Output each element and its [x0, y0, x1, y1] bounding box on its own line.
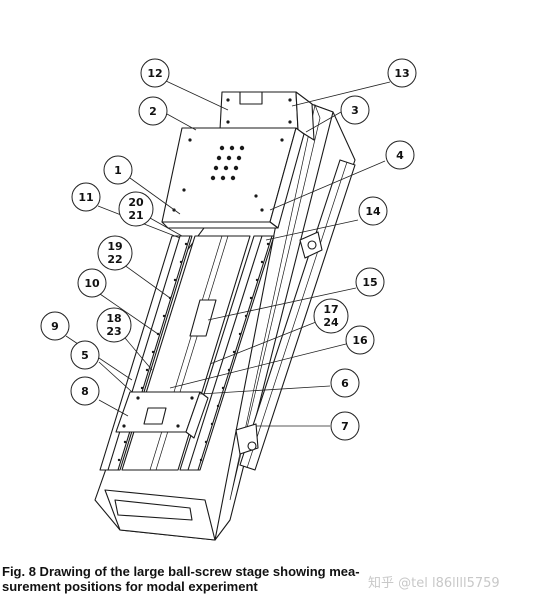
callout-17-24: 17 24	[313, 298, 349, 334]
figure-caption: Fig. 8 Drawing of the large ball-screw s…	[2, 564, 452, 594]
callout-11: 11	[71, 182, 101, 212]
callout-3: 3	[340, 95, 370, 125]
svg-text:9: 9	[51, 320, 59, 333]
callout-13: 13	[387, 58, 417, 88]
lower-carriage	[115, 391, 209, 439]
top-table	[161, 127, 305, 229]
svg-text:1: 1	[114, 164, 122, 177]
rail-holes-right	[199, 242, 270, 462]
callout-12: 12	[140, 58, 170, 88]
svg-text:15: 15	[362, 276, 377, 289]
callout-9: 9	[40, 311, 70, 341]
callout-15: 15	[355, 267, 385, 297]
svg-text:24: 24	[323, 316, 339, 329]
svg-text:17: 17	[323, 303, 338, 316]
callout-19-22: 19 22	[97, 235, 133, 271]
callout-8: 8	[70, 376, 100, 406]
callout-14: 14	[358, 196, 388, 226]
svg-text:10: 10	[84, 277, 100, 290]
table-hole-grid	[172, 138, 284, 212]
callout-10: 10	[77, 268, 107, 298]
caption-line-2: surement positions for modal experiment	[2, 579, 258, 594]
callout-1: 1	[103, 155, 133, 185]
svg-text:12: 12	[147, 67, 162, 80]
callout-18-23: 18 23	[96, 307, 132, 343]
svg-text:4: 4	[396, 149, 404, 162]
svg-text:14: 14	[365, 205, 381, 218]
svg-text:3: 3	[351, 104, 359, 117]
svg-text:7: 7	[341, 420, 349, 433]
svg-text:21: 21	[128, 209, 143, 222]
svg-text:8: 8	[81, 385, 89, 398]
svg-text:20: 20	[128, 196, 144, 209]
svg-text:22: 22	[107, 253, 122, 266]
callout-20-21: 20 21	[118, 191, 154, 227]
svg-text:2: 2	[149, 105, 157, 118]
motor-mount	[219, 91, 315, 141]
callout-16: 16	[345, 325, 375, 355]
svg-text:5: 5	[81, 349, 89, 362]
callout-2: 2	[138, 96, 168, 126]
svg-text:13: 13	[394, 67, 409, 80]
svg-text:11: 11	[78, 191, 93, 204]
callout-4: 4	[385, 140, 415, 170]
svg-text:23: 23	[106, 325, 121, 338]
svg-text:18: 18	[106, 312, 121, 325]
callout-6: 6	[330, 368, 360, 398]
svg-text:6: 6	[341, 377, 349, 390]
caption-line-1: Fig. 8 Drawing of the large ball-screw s…	[2, 564, 360, 579]
callout-7: 7	[330, 411, 360, 441]
callout-5: 5	[70, 340, 100, 370]
watermark: 知乎 @tel l86llll5759	[368, 576, 500, 591]
svg-text:16: 16	[352, 334, 368, 347]
svg-text:19: 19	[107, 240, 122, 253]
